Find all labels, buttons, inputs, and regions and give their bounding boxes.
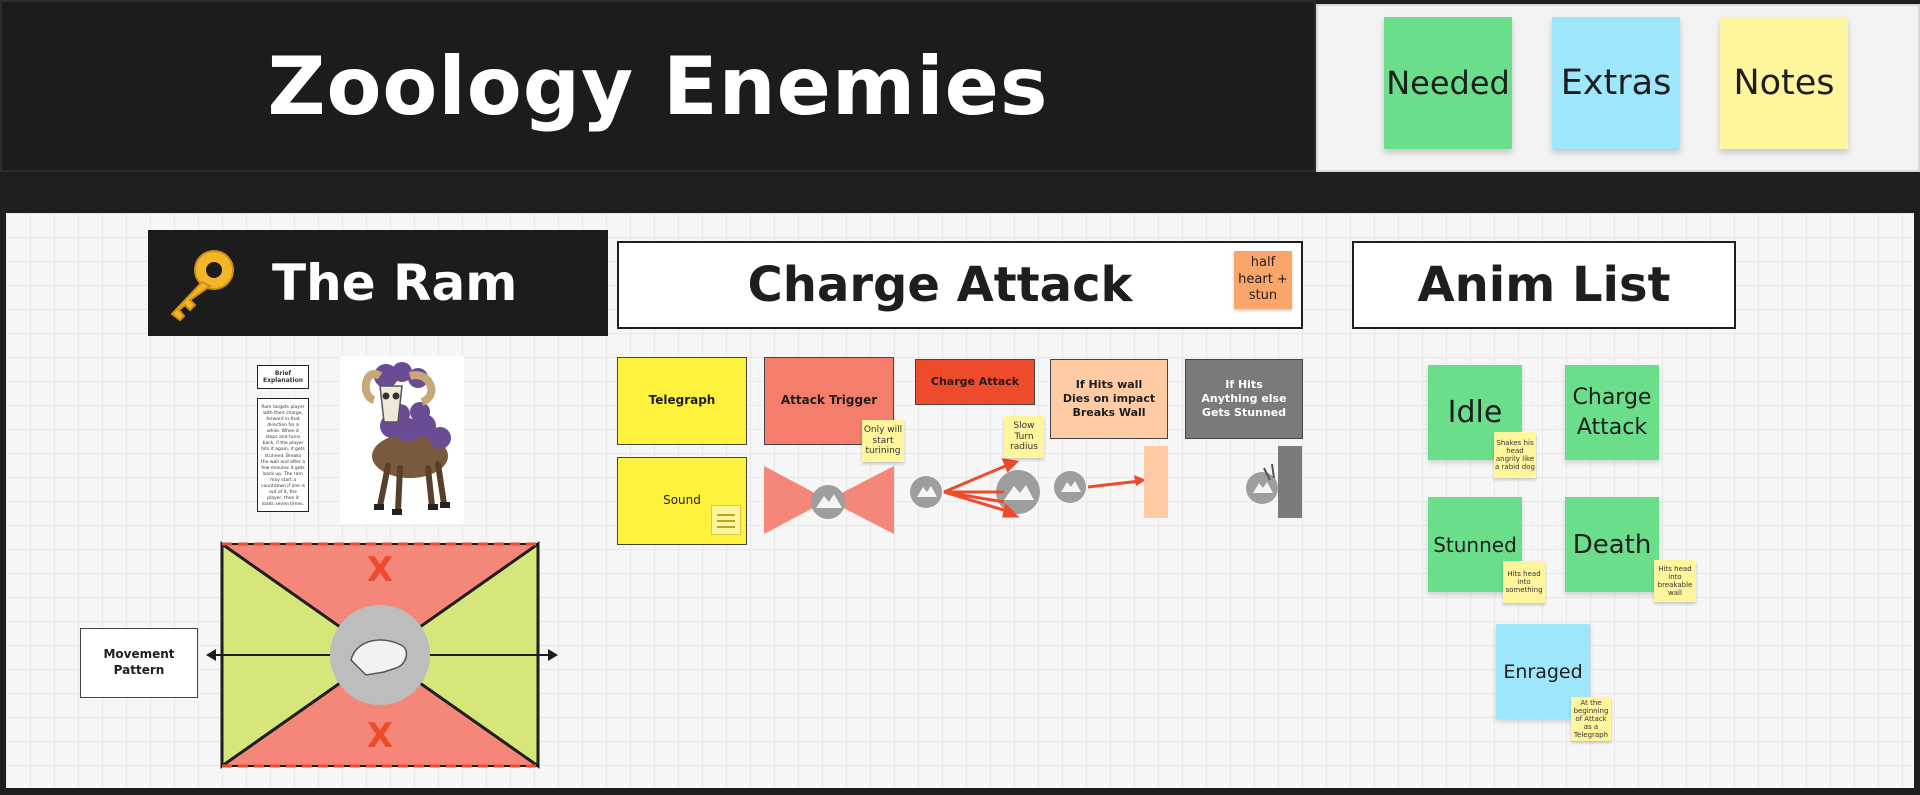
- blocked-bottom-x: X: [366, 716, 394, 756]
- legend-needed[interactable]: Needed: [1384, 17, 1512, 149]
- anim-charge-attack[interactable]: Charge Attack: [1565, 365, 1659, 460]
- legend-extras[interactable]: Extras: [1552, 17, 1680, 149]
- attack-trigger-diagram[interactable]: [762, 464, 896, 536]
- stunned-diagram[interactable]: [1240, 444, 1304, 520]
- notes-icon: [711, 505, 741, 535]
- hits-anything-else-box[interactable]: If Hits Anything else Gets Stunned: [1185, 359, 1303, 439]
- ram-title: The Ram: [272, 254, 518, 312]
- brief-explanation: Ram targets player with their charge, fo…: [257, 398, 309, 512]
- telegraph-box[interactable]: Telegraph: [617, 357, 747, 445]
- death-note[interactable]: Hits head into breakable wall: [1654, 560, 1696, 602]
- hits-wall-box[interactable]: If Hits wall Dies on impact Breaks Wall: [1050, 359, 1168, 439]
- charge-note[interactable]: Slow Turn radius: [1004, 416, 1044, 458]
- idle-note[interactable]: Shakes his head angrily like a rabid dog: [1494, 432, 1536, 478]
- charge-attack-box[interactable]: Charge Attack: [915, 359, 1035, 405]
- trigger-note[interactable]: Only will start turining: [862, 420, 904, 462]
- anim-list-header[interactable]: Anim List: [1352, 241, 1736, 329]
- stunned-note[interactable]: Hits head into something: [1503, 561, 1545, 603]
- charge-arrows-diagram[interactable]: [908, 456, 1048, 528]
- charge-attack-header[interactable]: Charge Attack: [617, 241, 1303, 329]
- movement-pattern-label: Movement Pattern: [80, 628, 198, 698]
- key-icon: [170, 250, 234, 322]
- title-banner: [0, 0, 1316, 172]
- movement-pattern-diagram[interactable]: [206, 540, 558, 770]
- brief-title: Brief Explanation: [257, 365, 309, 389]
- blocked-top-x: X: [366, 550, 394, 590]
- damage-note[interactable]: half heart + stun: [1234, 251, 1292, 309]
- ram-character-image[interactable]: [340, 356, 464, 524]
- page-title: Zoology Enemies: [267, 39, 1049, 133]
- legend-notes[interactable]: Notes: [1720, 17, 1848, 149]
- anim-death[interactable]: Death: [1565, 497, 1659, 592]
- enraged-note[interactable]: At the beginning of Attack as a Telegrap…: [1571, 697, 1611, 741]
- hits-wall-diagram[interactable]: [1050, 444, 1170, 520]
